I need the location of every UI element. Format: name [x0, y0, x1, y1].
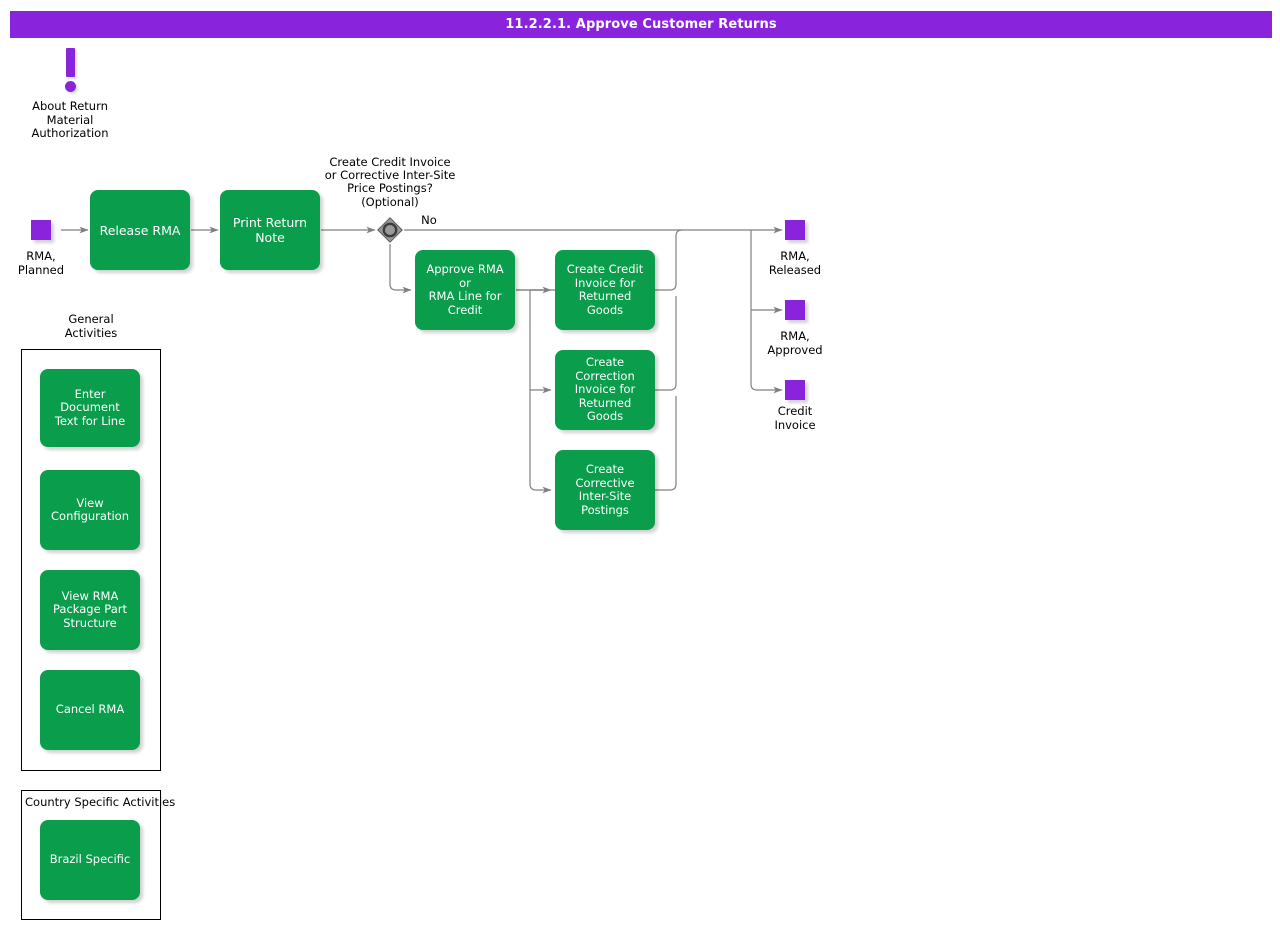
start-state-rma-planned[interactable]: [31, 220, 51, 240]
activity-enter-document-text-for-line[interactable]: Enter Document Text for Line: [40, 369, 140, 447]
activity-print-return-note[interactable]: Print Return Note: [220, 190, 320, 270]
activity-create-corrective-inter-site-postings-label: Create Corrective Inter-Site Postings: [575, 462, 635, 517]
activity-create-correction-invoice-for-returned-goods[interactable]: Create Correction Invoice for Returned G…: [555, 350, 655, 430]
end-state-rma-released-label: RMA, Released: [768, 249, 822, 277]
general-activities-panel: [21, 349, 161, 771]
gateway-credit-invoice-decision[interactable]: [377, 217, 403, 243]
inclusive-or-gateway-icon: [377, 217, 403, 243]
activity-print-return-note-label: Print Return Note: [232, 215, 308, 245]
gateway-branch-no-label: No: [421, 213, 437, 227]
exclamation-icon: [66, 48, 75, 77]
end-state-credit-invoice-label: Credit Invoice: [774, 404, 816, 432]
activity-view-configuration[interactable]: View Configuration: [40, 470, 140, 550]
page-title: 11.2.2.1. Approve Customer Returns: [505, 17, 777, 32]
gateway-question-label: Create Credit Invoice or Corrective Inte…: [324, 155, 456, 209]
general-activities-title: General Activities: [64, 312, 118, 340]
activity-view-rma-package-part-structure-label: View RMA Package Part Structure: [52, 588, 128, 630]
activity-cancel-rma[interactable]: Cancel RMA: [40, 670, 140, 750]
activity-create-credit-invoice-for-returned-goods[interactable]: Create Credit Invoice for Returned Goods: [555, 250, 655, 330]
about-return-material-authorization-marker[interactable]: [57, 48, 85, 94]
activity-release-rma-label: Release RMA: [99, 222, 181, 238]
end-state-rma-released[interactable]: [785, 220, 805, 240]
about-return-material-authorization-label: About Return Material Authorization: [31, 99, 109, 140]
end-state-rma-approved-label: RMA, Approved: [767, 329, 823, 357]
activity-approve-rma-or-rma-line-for-credit[interactable]: Approve RMA or RMA Line for Credit: [415, 250, 515, 330]
activity-release-rma[interactable]: Release RMA: [90, 190, 190, 270]
start-state-rma-planned-label: RMA, Planned: [17, 249, 65, 277]
activity-brazil-specific-label: Brazil Specific: [49, 852, 131, 867]
activity-create-corrective-inter-site-postings[interactable]: Create Corrective Inter-Site Postings: [555, 450, 655, 530]
activity-brazil-specific[interactable]: Brazil Specific: [40, 820, 140, 900]
activity-create-credit-invoice-for-returned-goods-label: Create Credit Invoice for Returned Goods: [566, 262, 644, 317]
activity-view-configuration-label: View Configuration: [51, 495, 129, 523]
activity-cancel-rma-label: Cancel RMA: [55, 702, 125, 717]
diagram-title-bar: 11.2.2.1. Approve Customer Returns: [10, 11, 1272, 38]
activity-approve-rma-or-rma-line-for-credit-label: Approve RMA or RMA Line for Credit: [426, 262, 504, 317]
activity-enter-document-text-for-line-label: Enter Document Text for Line: [54, 386, 126, 428]
end-state-credit-invoice[interactable]: [785, 380, 805, 400]
country-specific-activities-panel: [21, 790, 161, 920]
activity-view-rma-package-part-structure[interactable]: View RMA Package Part Structure: [40, 570, 140, 650]
exclamation-dot-icon: [65, 81, 76, 92]
end-state-rma-approved[interactable]: [785, 300, 805, 320]
activity-create-correction-invoice-for-returned-goods-label: Create Correction Invoice for Returned G…: [574, 355, 636, 424]
country-specific-activities-title: Country Specific Activities: [25, 795, 176, 809]
